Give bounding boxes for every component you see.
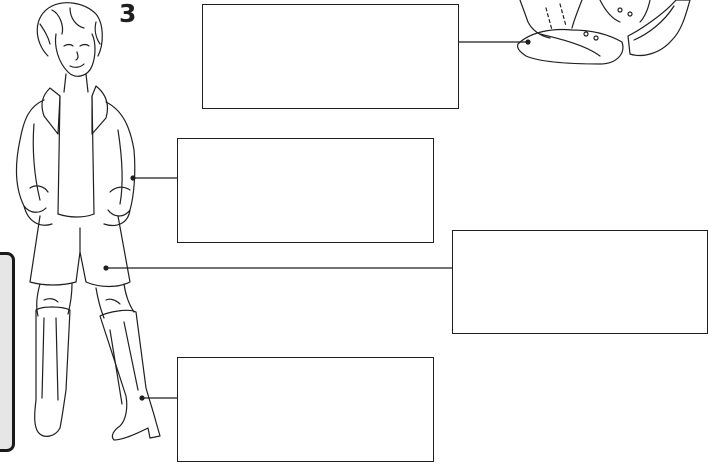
side-tab (0, 252, 15, 452)
connector-lines (105, 41, 529, 399)
boots-answer-box[interactable] (177, 357, 434, 462)
item-number: 3 (119, 0, 137, 28)
shoe-illustration (516, 0, 691, 65)
connector-dots (103, 39, 531, 401)
jacket-answer-box[interactable] (177, 138, 434, 243)
shorts-answer-box[interactable] (452, 230, 708, 334)
shoe-answer-box[interactable] (202, 4, 459, 109)
girl-illustration (15, 2, 161, 441)
